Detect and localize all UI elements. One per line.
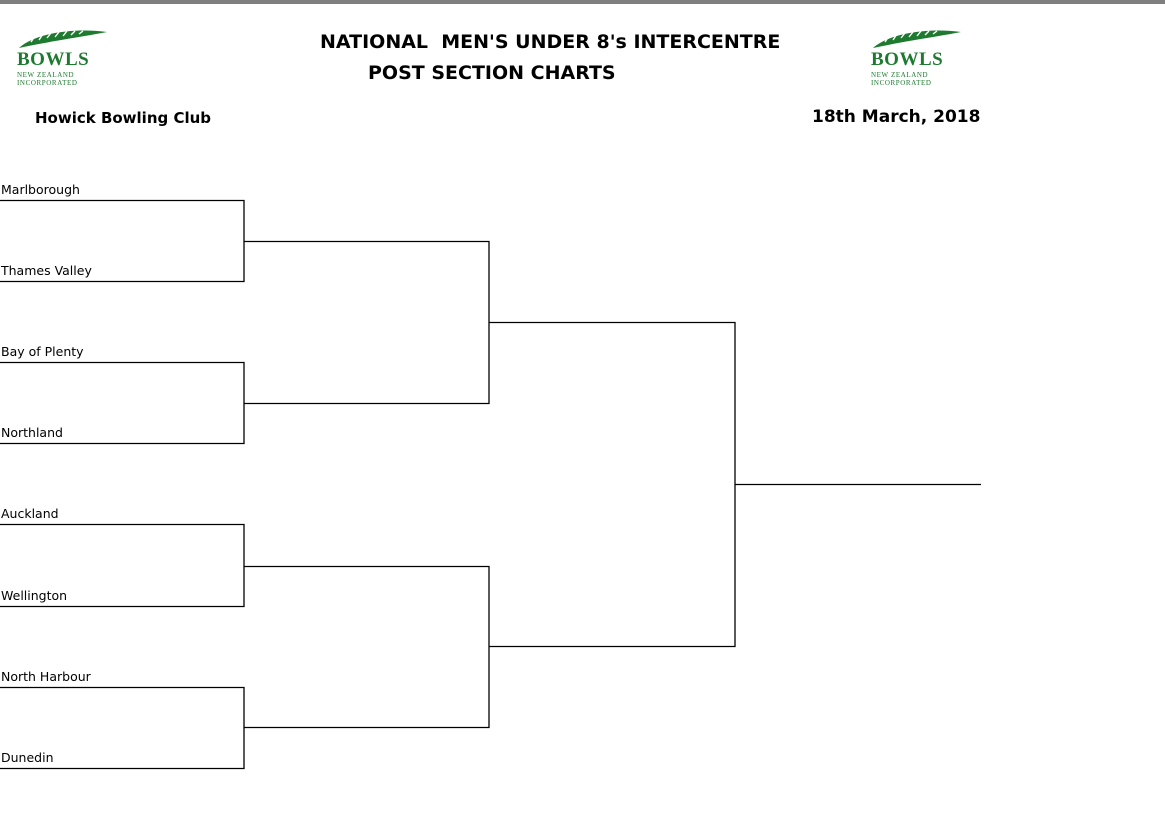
fern-icon bbox=[19, 30, 107, 48]
event-date: 18th March, 2018 bbox=[812, 107, 981, 127]
bracket-pair-3 bbox=[0, 523, 245, 608]
team-label: Auckland bbox=[1, 506, 59, 521]
team-label: Wellington bbox=[1, 588, 68, 603]
logo-sub-text: NEW ZEALAND bbox=[871, 71, 929, 79]
team-label: Bay of Plenty bbox=[1, 344, 84, 359]
logo-brand-text: BOWLS bbox=[17, 49, 90, 70]
team-label: Dunedin bbox=[1, 750, 54, 765]
page-subtitle: POST SECTION CHARTS bbox=[368, 62, 616, 84]
logo-sub-text: INCORPORATED bbox=[871, 79, 932, 87]
team-label: Northland bbox=[1, 425, 63, 440]
logo-sub-text: INCORPORATED bbox=[17, 79, 78, 87]
team-label: Thames Valley bbox=[1, 263, 92, 278]
team-label: North Harbour bbox=[1, 669, 91, 684]
bowls-nz-logo-left: BOWLS NEW ZEALAND INCORPORATED bbox=[17, 28, 109, 92]
bowls-nz-logo-right: BOWLS NEW ZEALAND INCORPORATED bbox=[871, 28, 963, 92]
team-label: Marlborough bbox=[1, 182, 80, 197]
page-title: NATIONAL MEN'S UNDER 8's INTERCENTRE bbox=[320, 31, 781, 53]
bracket-final bbox=[489, 321, 736, 648]
logo-brand-text: BOWLS bbox=[871, 49, 944, 70]
venue-label: Howick Bowling Club bbox=[35, 109, 212, 127]
top-rule bbox=[0, 0, 1165, 4]
bracket-semi-1 bbox=[244, 240, 490, 405]
logo-sub-text: NEW ZEALAND bbox=[17, 71, 75, 79]
fern-icon bbox=[873, 30, 961, 48]
bracket-semi-2 bbox=[244, 565, 490, 729]
